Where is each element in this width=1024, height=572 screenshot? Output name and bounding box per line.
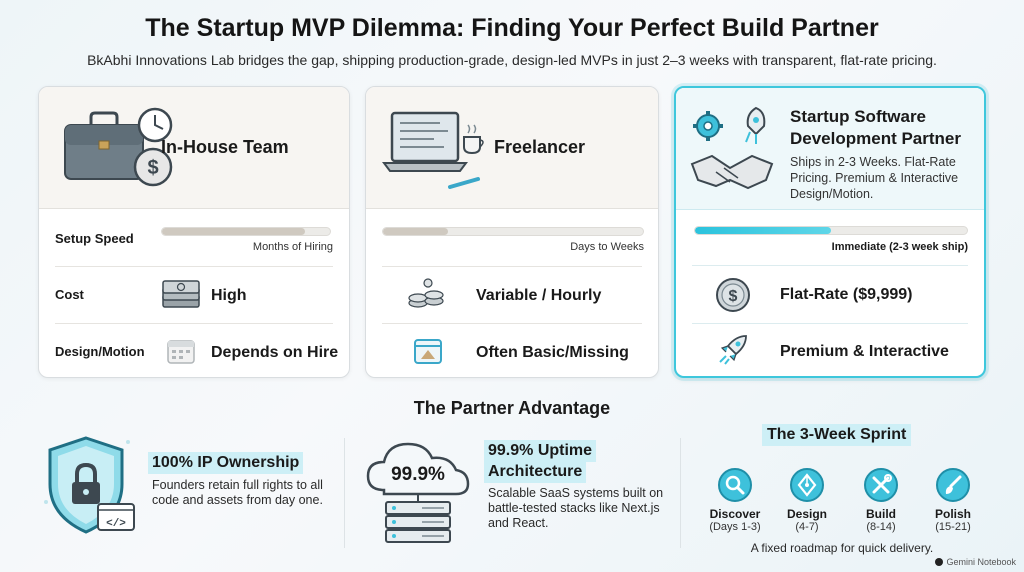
laptop-coffee-icon	[382, 111, 484, 189]
sprint-step-days: (8-14)	[866, 521, 896, 533]
row-divider	[692, 323, 968, 324]
uptime-title-line1: 99.9% Uptime	[484, 440, 597, 462]
sprint-step-name: Polish	[934, 507, 971, 521]
advantage-divider	[344, 438, 345, 548]
image-placeholder-icon	[414, 339, 442, 364]
card-partner-description: Ships in 2-3 Weeks. Flat-Rate Pricing. P…	[790, 155, 959, 201]
row-divider	[692, 265, 968, 266]
sprint-step-name: Build	[866, 507, 896, 521]
row-divider	[55, 323, 333, 324]
page-title: The Startup MVP Dilemma: Finding Your Pe…	[145, 14, 879, 42]
sprint-title: The 3-Week Sprint	[762, 424, 912, 446]
shield-lock-icon: </>	[44, 436, 135, 534]
cash-stack-icon	[162, 280, 200, 308]
cost-value-freelancer: Variable / Hourly	[476, 287, 602, 304]
gear-rocket-handshake-icon	[690, 106, 774, 190]
watermark: Gemini Notebook	[935, 557, 1016, 567]
uptime-title-line2: Architecture	[484, 461, 587, 483]
uptime-badge-text: 99.9%	[391, 464, 445, 485]
setup-bar-partner	[694, 226, 968, 235]
design-value-freelancer: Often Basic/Missing	[476, 344, 629, 361]
uptime-desc: Scalable SaaS systems built on battle-te…	[488, 486, 664, 530]
setup-bar-inhouse	[161, 227, 331, 236]
tools-icon	[872, 474, 892, 494]
pen-nib-icon	[797, 473, 817, 497]
design-value-partner: Premium & Interactive	[780, 343, 949, 360]
setup-bar-fill-freelancer	[383, 228, 448, 235]
section-title-advantage: The Partner Advantage	[413, 398, 611, 418]
sprint-step-days: (15-21)	[935, 521, 971, 533]
card-inhouse-title: In-House Team	[161, 137, 289, 157]
card-partner: Startup Software Development Partner Shi…	[674, 86, 986, 378]
sprint-step-name: Design	[786, 507, 827, 521]
sprint-step-circle	[718, 468, 752, 502]
watermark-text: Gemini Notebook	[946, 557, 1016, 567]
setup-caption-partner: Immediate (2-3 week ship)	[831, 241, 968, 253]
sprint-caption: A fixed roadmap for quick delivery.	[750, 541, 934, 555]
cost-value-partner: Flat-Rate ($9,999)	[780, 286, 913, 303]
sprint-step-days: (Days 1-3)	[709, 521, 761, 533]
card-freelancer-title: Freelancer	[494, 137, 586, 157]
row-label-design: Design/Motion	[55, 344, 145, 359]
setup-caption-inhouse: Months of Hiring	[252, 241, 333, 253]
page-subtitle: BkAbhi Innovations Lab bridges the gap, …	[87, 52, 937, 68]
dollar-coin-icon: $	[716, 278, 750, 312]
setup-bar-freelancer	[382, 227, 644, 236]
card-freelancer: Freelancer Days to Weeks Variable / Hour…	[365, 86, 659, 378]
sprint-step-days: (4-7)	[795, 521, 819, 533]
setup-caption-freelancer: Days to Weeks	[570, 241, 644, 253]
svg-text:$: $	[729, 288, 738, 305]
card-partner-title: Startup Software Development Partner	[790, 107, 961, 148]
card-partner-header	[676, 88, 984, 210]
rocket-icon	[719, 335, 747, 365]
cost-value-inhouse: High	[211, 287, 247, 304]
svg-text:</>: </>	[106, 518, 126, 530]
setup-bar-fill-partner	[695, 227, 831, 234]
design-value-inhouse: Depends on Hire	[211, 344, 339, 361]
coins-icon	[408, 278, 444, 308]
row-divider	[382, 266, 642, 267]
advantage-divider	[680, 438, 681, 548]
row-label-setup: Setup Speed	[55, 231, 134, 246]
setup-bar-fill-inhouse	[162, 228, 305, 235]
briefcase-clock-icon: $	[64, 107, 173, 187]
row-divider	[382, 323, 642, 324]
calendar-icon	[167, 340, 195, 364]
ip-ownership-desc: Founders retain full rights to all code …	[152, 478, 323, 507]
sprint-step-name: Discover	[709, 507, 761, 521]
svg-text:$: $	[147, 157, 158, 179]
brush-icon	[945, 475, 962, 494]
cloud-server-icon: 99.9%	[366, 442, 470, 543]
row-label-cost: Cost	[55, 287, 84, 302]
magnifier-icon	[725, 475, 745, 495]
ip-ownership-title: 100% IP Ownership	[148, 452, 304, 474]
watermark-logo-icon	[935, 558, 944, 566]
card-inhouse: $ In-House Team Setup Speed Months of Hi…	[38, 86, 350, 378]
row-divider	[55, 266, 333, 267]
